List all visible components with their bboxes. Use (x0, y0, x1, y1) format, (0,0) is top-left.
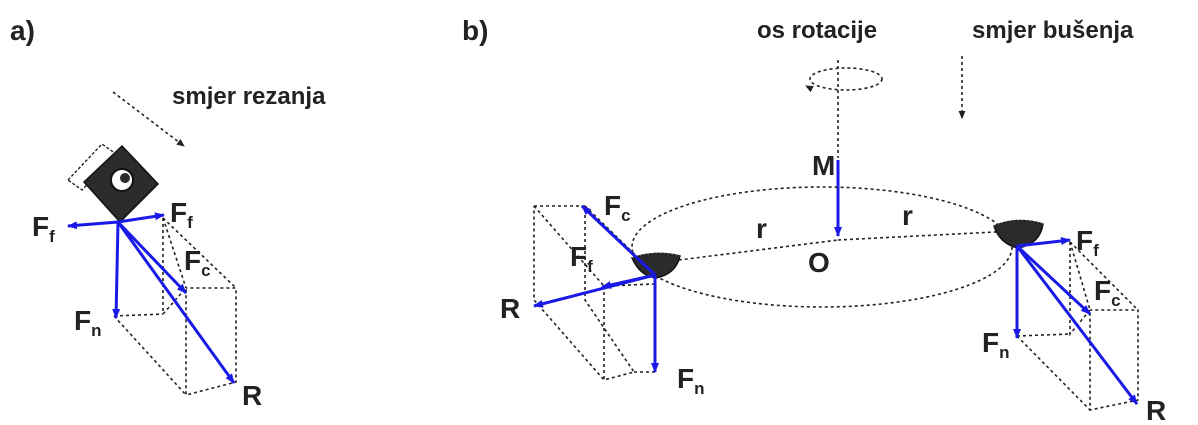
fc-vector (116, 220, 188, 295)
drill-circle (631, 186, 1013, 308)
cutting-direction-arrow (112, 91, 185, 147)
left-fc-label: Fc (604, 190, 631, 225)
rotation-indicator (805, 60, 883, 158)
radius-left-label: r (756, 213, 767, 244)
left-resultant-vector (533, 273, 656, 308)
radius-right (837, 230, 1016, 241)
moment-label: M (812, 150, 835, 181)
force-box-right (1016, 241, 1139, 411)
fn-label: Fn (74, 305, 102, 340)
right-resultant-label: R (1146, 395, 1166, 425)
fn-vector (112, 221, 121, 319)
center-label: O (808, 247, 830, 278)
resultant-vector (116, 221, 236, 384)
left-ff-label: Ff (570, 241, 593, 276)
left-fn-label: Fn (677, 363, 705, 398)
ff-right-label: Ff (170, 197, 193, 232)
fc-label: Fc (184, 245, 211, 280)
right-resultant-vector (1015, 245, 1139, 405)
cutting-edge-right (993, 219, 1044, 249)
force-box-a (113, 217, 237, 397)
right-ff-vector (1016, 237, 1071, 248)
left-fc-vector (580, 204, 657, 277)
cutting-insert (66, 143, 160, 224)
right-fc-vector (1015, 244, 1092, 316)
resultant-label: R (242, 380, 262, 411)
cutting-direction-label: smjer rezanja (172, 83, 326, 110)
rotation-axis-label: os rotacije (757, 17, 877, 44)
right-ff-label: Ff (1076, 225, 1099, 260)
right-fc-label: Fc (1094, 275, 1121, 310)
drilling-direction-label: smjer bušenja (972, 17, 1134, 44)
ff-left-vector (67, 220, 119, 230)
left-resultant-label: R (500, 293, 520, 324)
right-fn-label: Fn (982, 327, 1010, 362)
panel-a-label: a) (10, 15, 35, 46)
ff-left-label: Ff (32, 211, 55, 246)
radius-left (654, 239, 839, 264)
radius-right-label: r (902, 200, 913, 231)
panel-b-label: b) (462, 15, 488, 46)
force-box-left (533, 205, 656, 381)
ff-right-vector (117, 212, 165, 224)
cutting-edge-left (630, 252, 681, 279)
